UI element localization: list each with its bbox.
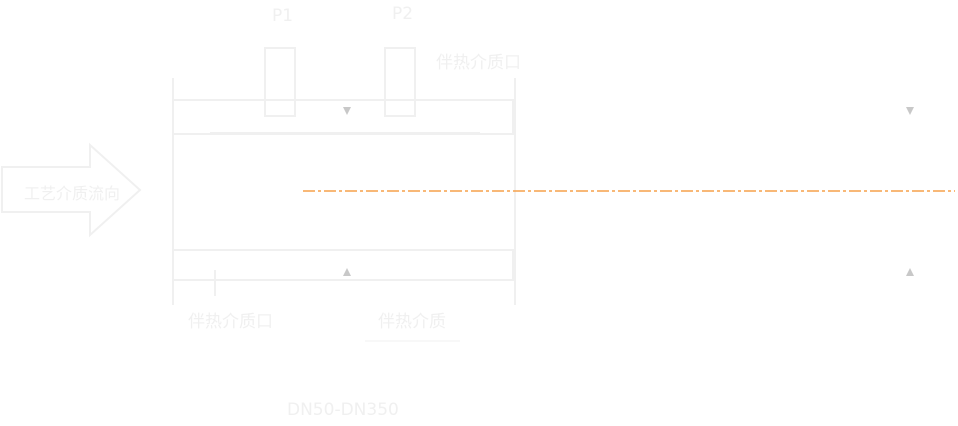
p2-nozzle [384, 47, 416, 117]
arrow-down-right-icon [906, 107, 914, 115]
label-port-top: 伴热介质口 [436, 53, 521, 73]
label-size: DN50-DN350 [287, 400, 399, 420]
label-p2: P2 [392, 4, 414, 24]
outer-jacket-top [172, 99, 514, 135]
arrow-up-left-icon [343, 268, 351, 276]
outer-jacket-bottom [172, 249, 514, 281]
arrow-down-left-icon [343, 107, 351, 115]
label-p1: P1 [272, 6, 294, 26]
label-medium: 伴热介质 [378, 312, 446, 332]
flow-arrow-outline [1, 142, 142, 238]
arrow-up-right-icon [906, 268, 914, 276]
label-port-bottom: 伴热介质口 [188, 312, 273, 332]
label-flow-direction: 工艺介质流向 [24, 184, 121, 203]
p1-nozzle [264, 47, 296, 117]
